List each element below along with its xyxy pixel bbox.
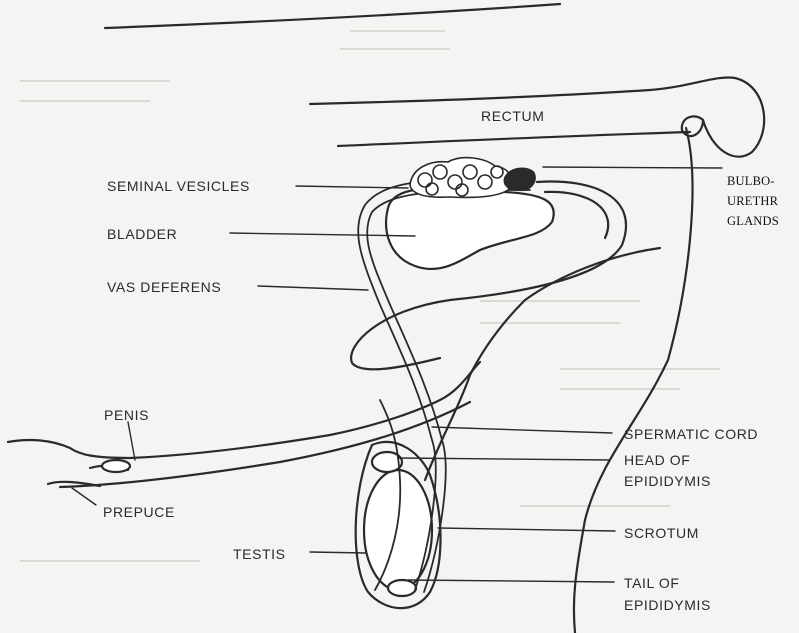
epididymis-tail bbox=[388, 580, 416, 596]
label-vas-deferens: VAS DEFERENS bbox=[107, 279, 221, 296]
label-testis: TESTIS bbox=[233, 546, 286, 563]
label-rectum: RECTUM bbox=[481, 108, 544, 125]
label-penis: PENIS bbox=[104, 407, 149, 424]
label-bulbourethral-line3: GLANDS bbox=[727, 214, 779, 229]
label-tail-of-epididymis-line2: EPIDIDYMIS bbox=[624, 597, 711, 614]
label-bulbourethral-line2: URETHR bbox=[727, 194, 778, 209]
testis bbox=[364, 470, 432, 590]
body-top-contour bbox=[105, 4, 560, 28]
penis-shaft bbox=[8, 362, 480, 458]
label-bladder: BLADDER bbox=[107, 226, 177, 243]
bladder bbox=[386, 189, 554, 269]
belly-outline bbox=[425, 248, 660, 480]
bulbourethral-gland bbox=[505, 169, 535, 190]
label-spermatic-cord: SPERMATIC CORD bbox=[624, 426, 758, 443]
label-head-of-epididymis-line2: EPIDIDYMIS bbox=[624, 473, 711, 490]
label-seminal-vesicles: SEMINAL VESICLES bbox=[107, 178, 250, 195]
label-prepuce: PREPUCE bbox=[103, 504, 175, 521]
body-outline bbox=[574, 128, 693, 633]
label-tail-of-epididymis-line1: TAIL OF bbox=[624, 575, 680, 592]
glans-penis bbox=[102, 460, 130, 472]
label-bulbourethral-line1: BULBO- bbox=[727, 174, 775, 189]
label-scrotum: SCROTUM bbox=[624, 525, 699, 542]
seminal-vesicles-cluster bbox=[410, 158, 512, 198]
label-head-of-epididymis-line1: HEAD OF bbox=[624, 452, 690, 469]
